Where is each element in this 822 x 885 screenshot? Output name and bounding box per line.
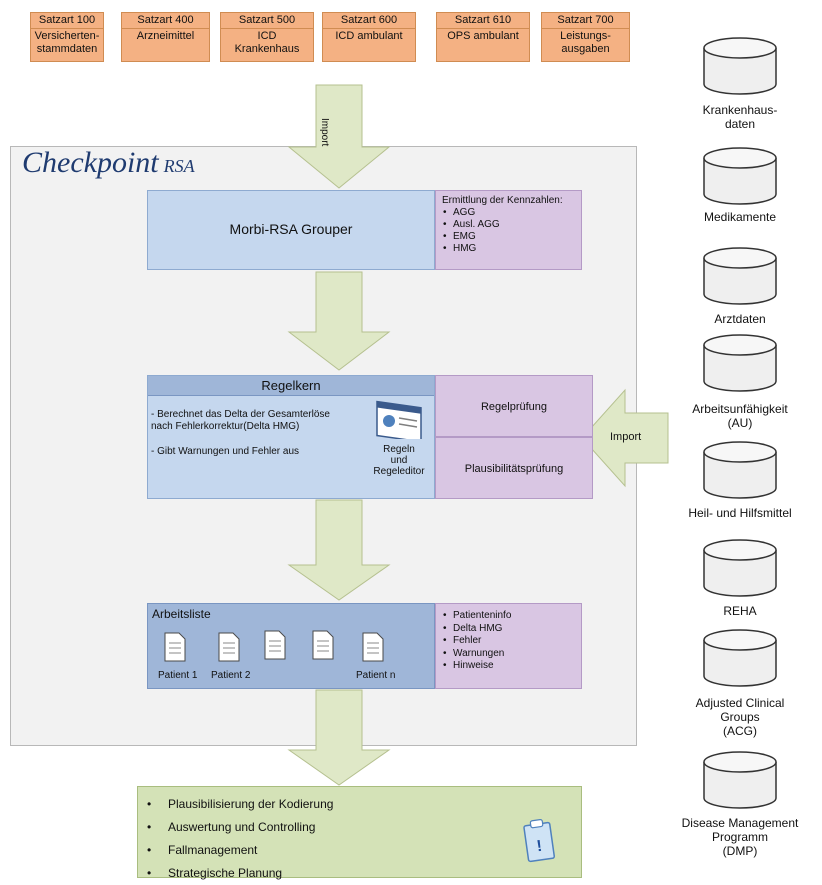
import-arrow-right bbox=[581, 388, 669, 488]
satzart-600-box: Satzart 600 ICD ambulant bbox=[322, 12, 416, 62]
import-arrow-top bbox=[287, 84, 391, 189]
database-label-reha: REHA bbox=[723, 604, 757, 618]
satzart-100-box: Satzart 100 Versicherten- stammdaten bbox=[30, 12, 104, 62]
database-label-medikamente: Medikamente bbox=[703, 210, 777, 224]
patient-info-list: Patienteninfo Delta HMG Fehler Warnungen… bbox=[442, 610, 581, 673]
kennzahlen-box: Ermittlung der Kennzahlen: AGG Ausl. AGG… bbox=[435, 190, 582, 270]
patient-label: Patient n bbox=[356, 670, 396, 681]
patient-label: Patient 2 bbox=[211, 670, 251, 681]
svg-text:!: ! bbox=[536, 838, 544, 856]
satzart-subtitle: ICD Krankenhaus bbox=[234, 30, 300, 55]
document-icon bbox=[218, 632, 240, 662]
document-icon bbox=[362, 632, 384, 662]
flow-arrow-3 bbox=[287, 689, 391, 786]
regelpruefung-box: Regelprüfung bbox=[435, 375, 593, 437]
list-item: Strategische Planung bbox=[146, 862, 333, 885]
document-icon bbox=[264, 630, 286, 660]
satzart-700-box: Satzart 700 Leistungs- ausgaben bbox=[541, 12, 630, 62]
list-item: Fallmanagement bbox=[146, 839, 333, 862]
satzart-title: Satzart 600 bbox=[323, 13, 415, 29]
list-item: EMG bbox=[442, 231, 581, 243]
list-item: Auswertung und Controlling bbox=[146, 816, 333, 839]
import-right-label: Import bbox=[610, 431, 642, 443]
satzart-title: Satzart 500 bbox=[221, 13, 313, 29]
satzart-610-box: Satzart 610 OPS ambulant bbox=[436, 12, 530, 62]
grouper-title: Morbi-RSA Grouper bbox=[229, 221, 353, 237]
list-item: Plausibilisierung der Kodierung bbox=[146, 793, 333, 816]
kennzahlen-list: AGG Ausl. AGG EMG HMG bbox=[442, 207, 581, 255]
list-item: Patienteninfo bbox=[442, 610, 581, 623]
database-label-heilmittel: Heil- und Hilfsmittel bbox=[688, 506, 792, 520]
output-box: Plausibilisierung der Kodierung Auswertu… bbox=[137, 786, 582, 885]
arbeitsliste-box: Arbeitsliste bbox=[147, 603, 435, 689]
database-label-arztdaten: Arztdaten bbox=[714, 312, 766, 326]
regelkern-title: Regelkern bbox=[148, 376, 434, 396]
import-top-label: Import bbox=[319, 118, 330, 147]
grouper-box: Morbi-RSA Grouper bbox=[147, 190, 435, 270]
database-label-acg: Adjusted Clinical Groups (ACG) bbox=[695, 696, 785, 738]
plausibilitaetspruefung-box: Plausibilitätsprüfung bbox=[435, 437, 593, 499]
regelkern-point-1: - Berechnet das Delta der Gesamterlöse n… bbox=[151, 409, 330, 432]
arbeitsliste-title: Arbeitsliste bbox=[152, 607, 211, 621]
satzart-title: Satzart 400 bbox=[122, 13, 209, 29]
satzart-title: Satzart 100 bbox=[31, 13, 103, 29]
satzart-500-box: Satzart 500 ICD Krankenhaus bbox=[220, 12, 314, 62]
patient-label: Patient 1 bbox=[158, 670, 198, 681]
regeleditor-icon bbox=[376, 400, 422, 439]
list-item: Hinweise bbox=[442, 660, 581, 673]
list-item: Ausl. AGG bbox=[442, 219, 581, 231]
list-item: Warnungen bbox=[442, 648, 581, 661]
satzart-subtitle: ICD ambulant bbox=[335, 30, 403, 42]
list-item: Fehler bbox=[442, 635, 581, 648]
regeleditor-label: Regeln und Regeleditor bbox=[373, 444, 425, 477]
output-list: Plausibilisierung der Kodierung Auswertu… bbox=[146, 793, 333, 885]
patient-info-box: Patienteninfo Delta HMG Fehler Warnungen… bbox=[435, 603, 582, 689]
regelkern-box: Regelkern - Berechnet das Delta der Gesa… bbox=[147, 375, 435, 499]
logo-main: Checkpoint bbox=[22, 146, 159, 179]
document-icon bbox=[164, 632, 186, 662]
satzart-title: Satzart 700 bbox=[542, 13, 629, 29]
kennzahlen-title: Ermittlung der Kennzahlen: bbox=[442, 195, 563, 206]
database-label-dmp: Disease Management Programm (DMP) bbox=[681, 816, 799, 858]
logo-suffix: RSA bbox=[163, 156, 195, 176]
patient-documents bbox=[164, 630, 384, 662]
flow-arrow-1 bbox=[287, 271, 391, 371]
list-item: Delta HMG bbox=[442, 623, 581, 636]
list-item: HMG bbox=[442, 243, 581, 255]
clipboard-icon: ! bbox=[523, 819, 556, 863]
satzart-subtitle: Leistungs- ausgaben bbox=[560, 30, 611, 55]
satzart-subtitle: Arzneimittel bbox=[136, 30, 195, 42]
document-icon bbox=[312, 630, 334, 660]
regelkern-point-2: - Gibt Warnungen und Fehler aus bbox=[151, 446, 300, 457]
database-label-au: Arbeitsunfähigkeit (AU) bbox=[692, 402, 788, 430]
satzart-400-box: Satzart 400 Arzneimittel bbox=[121, 12, 210, 62]
satzart-subtitle: Versicherten- stammdaten bbox=[34, 30, 100, 55]
list-item: AGG bbox=[442, 207, 581, 219]
flow-arrow-2 bbox=[287, 499, 391, 601]
satzart-title: Satzart 610 bbox=[437, 13, 529, 29]
database-label-krankenhaus: Krankenhaus- daten bbox=[702, 103, 778, 131]
satzart-subtitle: OPS ambulant bbox=[447, 30, 519, 42]
